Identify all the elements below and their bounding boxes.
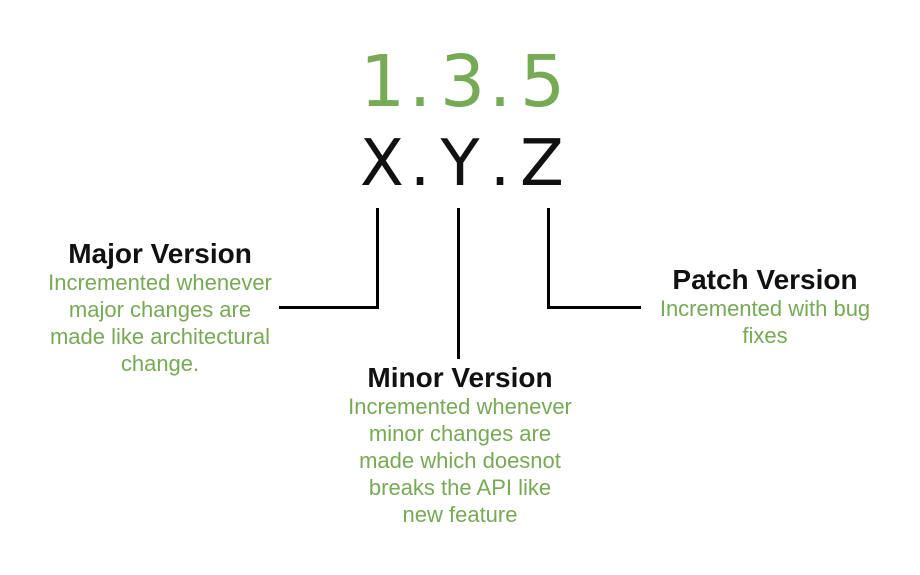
description-line: made which doesnot xyxy=(359,448,561,473)
major-connector-vertical-line xyxy=(376,208,379,309)
version-char: . xyxy=(488,40,512,123)
patch-version-title: Patch Version xyxy=(672,264,858,295)
version-char: . xyxy=(409,127,431,201)
major-version-title: Major Version xyxy=(68,238,252,269)
version-pattern: X.Y.Z xyxy=(0,132,920,196)
example-version-number: 1.3.5 xyxy=(0,46,920,117)
version-char: X xyxy=(360,127,404,201)
minor-connector-vertical-line xyxy=(457,208,460,359)
description-line: Incremented whenever xyxy=(348,394,572,419)
minor-version-title: Minor Version xyxy=(367,362,553,393)
version-char: Y xyxy=(440,127,480,201)
description-line: Incremented with bug xyxy=(659,296,871,321)
patch-connector-horizontal-line xyxy=(547,306,641,309)
description-line: new feature xyxy=(402,502,518,527)
patch-connector-vertical-line xyxy=(547,208,550,309)
description-line: change. xyxy=(120,351,200,376)
version-char: . xyxy=(408,40,432,123)
description-line: fixes xyxy=(742,323,788,348)
description-line: made like architectural xyxy=(49,324,271,349)
version-char: 5 xyxy=(520,40,566,123)
version-char: . xyxy=(489,127,511,201)
version-char: 1 xyxy=(360,40,406,123)
description-line: breaks the API like xyxy=(368,475,552,500)
description-line: major changes are xyxy=(68,297,252,322)
description-line: minor changes are xyxy=(368,421,552,446)
version-char: 3 xyxy=(440,40,486,123)
major-connector-horizontal-line xyxy=(279,306,379,309)
description-line: Incremented whenever xyxy=(48,270,272,295)
version-char: Z xyxy=(520,127,564,201)
